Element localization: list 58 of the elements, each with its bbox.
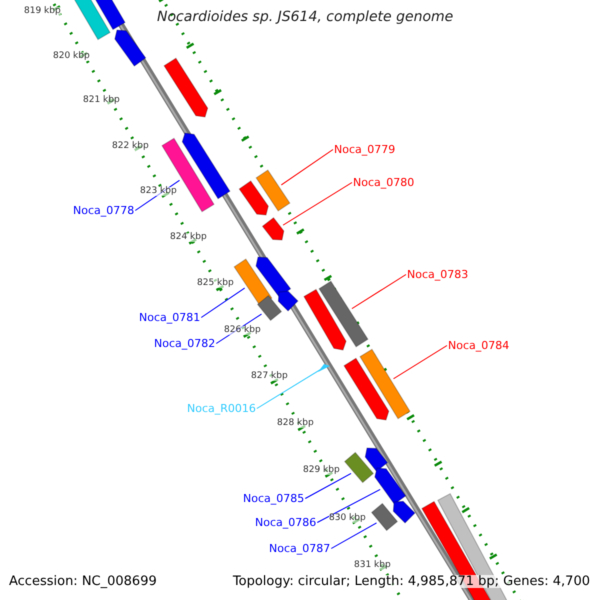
gene-block — [255, 256, 292, 298]
leader-line — [256, 368, 322, 409]
leader-line — [304, 473, 352, 499]
accession-text: Accession: NC_008699 — [9, 575, 157, 588]
gene-label: Noca_0782 — [154, 338, 216, 349]
gene-label: Noca_0787 — [269, 543, 330, 554]
gene-block — [114, 29, 146, 67]
gene-block — [256, 294, 282, 322]
gene-block — [364, 447, 388, 472]
gene-label: Noca_0778 — [73, 205, 134, 216]
scale-label: 826 kbp — [224, 326, 261, 335]
gene-block — [303, 288, 347, 351]
scale-label: 830 kbp — [329, 514, 366, 523]
scale-label: 819 kbp — [24, 7, 61, 16]
gene-label: Noca_0783 — [407, 269, 468, 280]
scale-label: 827 kbp — [251, 372, 288, 381]
scale-label: 821 kbp — [83, 96, 120, 105]
gene-label: Noca_0786 — [255, 517, 316, 528]
gene-block — [370, 502, 398, 532]
genome-info-text: Topology: circular; Length: 4,985,871 bp; Genes: 4,700 — [232, 575, 590, 588]
leader-line — [134, 180, 180, 211]
gene-block — [278, 290, 299, 312]
leader-line — [280, 149, 334, 186]
scale-label: 828 kbp — [277, 419, 314, 428]
leader-line — [316, 488, 381, 523]
gene-block — [318, 280, 369, 348]
gene-block — [374, 467, 406, 505]
scale-label: 829 kbp — [303, 466, 340, 475]
gene-block — [343, 358, 390, 421]
gene-block — [182, 132, 231, 200]
gene-block — [238, 180, 269, 216]
gene-block — [344, 452, 374, 484]
gene-label: Noca_0779 — [334, 144, 396, 155]
leader-line — [393, 345, 448, 380]
scale-label: 822 kbp — [112, 142, 149, 151]
leader-line — [216, 314, 262, 344]
gene-block — [262, 217, 284, 241]
gene-block — [163, 58, 208, 118]
gene-label: Noca_R0016 — [187, 403, 256, 414]
scale-label: 824 kbp — [170, 233, 207, 242]
gene-block — [359, 348, 411, 420]
leader-line — [330, 522, 377, 549]
gene-label: Noca_0781 — [139, 312, 200, 323]
gene-label: Noca_0784 — [448, 340, 510, 351]
gene-block — [255, 169, 291, 212]
title: Nocardioides sp. JS614, complete genome — [157, 10, 454, 24]
scale-label: 823 kbp — [140, 187, 177, 196]
gene-block — [392, 500, 416, 524]
gene-block — [161, 138, 215, 212]
gene-label: Noca_0785 — [243, 493, 304, 504]
scale-label: 831 kbp — [354, 561, 391, 570]
scale-label: 825 kbp — [197, 279, 234, 288]
scale-label: 820 kbp — [53, 52, 90, 61]
gene-label: Noca_0780 — [353, 177, 414, 188]
leader-line — [282, 182, 352, 226]
leader-line — [200, 288, 246, 318]
leader-line — [351, 274, 406, 310]
gene-marker — [318, 364, 330, 372]
